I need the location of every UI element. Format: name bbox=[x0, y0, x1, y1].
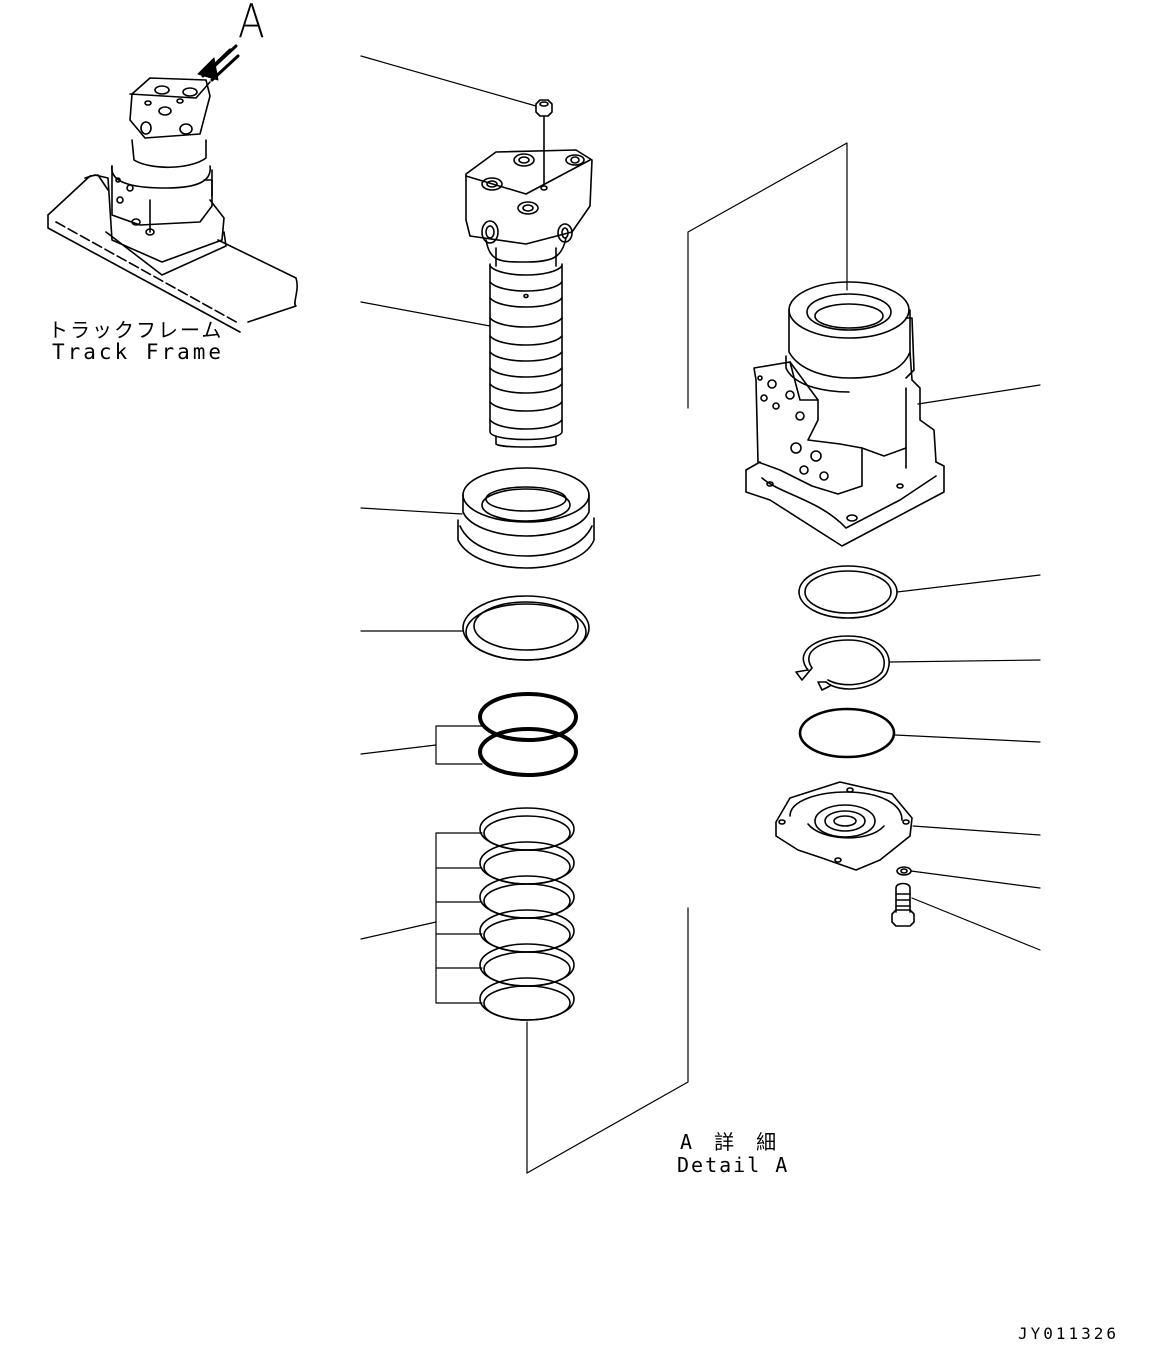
seal-rings bbox=[479, 807, 575, 1021]
snap-ring bbox=[795, 635, 890, 691]
direction-arrow-icon bbox=[197, 44, 240, 82]
o-ring bbox=[798, 707, 896, 759]
track-frame-label-en: Track Frame bbox=[52, 340, 225, 364]
swivel-assembly-mini bbox=[84, 77, 227, 276]
washer bbox=[896, 866, 912, 876]
bolt bbox=[891, 882, 915, 927]
ring bbox=[798, 565, 898, 619]
o-rings bbox=[478, 692, 578, 777]
leader-lines bbox=[360, 55, 1041, 1174]
track-frame-outline bbox=[47, 174, 298, 333]
swivel-joint-body bbox=[745, 281, 945, 547]
detail-label-jp: A 詳 細 bbox=[680, 1130, 782, 1154]
rotor-shaft bbox=[465, 149, 593, 448]
detail-label-en: Detail A bbox=[677, 1153, 790, 1177]
plug bbox=[535, 99, 553, 185]
view-marker-label: A bbox=[238, 0, 265, 48]
track-frame-label-jp: トラックフレーム bbox=[48, 318, 224, 342]
dust-seal-ring bbox=[457, 467, 595, 569]
slipper-seal bbox=[462, 595, 590, 661]
track-frame-inset bbox=[47, 44, 298, 333]
cover bbox=[775, 781, 913, 871]
drawing-code: JY011326 bbox=[1018, 1324, 1120, 1343]
